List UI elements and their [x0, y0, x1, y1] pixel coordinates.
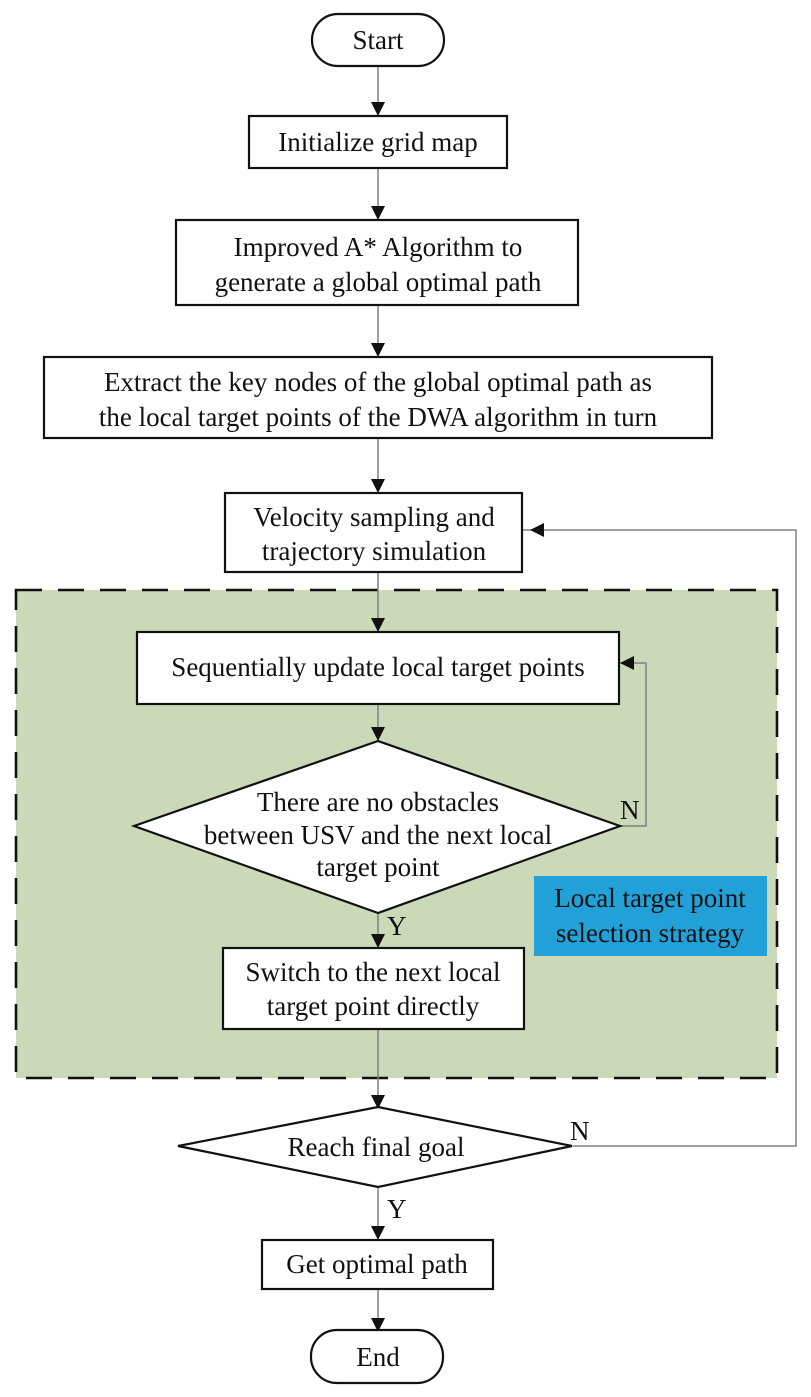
node-obstacle-line-2: between USV and the next local — [204, 820, 552, 850]
node-start-line-1: Start — [353, 25, 404, 55]
node-end: End — [309, 1328, 445, 1385]
group-legend-line-1: Local target point — [554, 883, 746, 913]
node-init-line-1: Initialize grid map — [278, 127, 477, 157]
node-init: Initialize grid map — [247, 114, 509, 170]
arrowhead-getpath — [371, 1226, 385, 1240]
arrowhead-end — [371, 1318, 385, 1332]
node-getpath-line-1: Get optimal path — [286, 1249, 468, 1279]
node-goal-line-1: Reach final goal — [288, 1132, 465, 1162]
node-extract-line-2: the local target points of the DWA algor… — [99, 402, 658, 432]
arrowhead-init — [371, 102, 385, 116]
connectors — [377, 66, 797, 1327]
node-obstacle-line-3: target point — [316, 852, 440, 882]
node-switch-line-1: Switch to the next local — [246, 957, 501, 987]
node-velocity: Velocity sampling and trajectory simulat… — [223, 491, 524, 574]
node-goal: Reach final goal — [177, 1105, 573, 1189]
arrowhead-obstacle — [371, 727, 385, 741]
node-extract: Extract the key nodes of the global opti… — [42, 355, 714, 440]
node-update-line-1: Sequentially update local target points — [171, 652, 584, 682]
group-legend-box — [534, 876, 767, 956]
arrowhead-extract — [371, 343, 385, 357]
arrowhead-switch — [371, 934, 385, 948]
node-switch: Switch to the next local target point di… — [221, 946, 526, 1031]
node-astar-line-1: Improved A* Algorithm to — [234, 232, 523, 262]
node-start: Start — [310, 12, 446, 68]
arrowhead-velocity — [371, 479, 385, 493]
edge-label-obstacle-yes: Y — [387, 911, 407, 941]
node-extract-line-1: Extract the key nodes of the global opti… — [104, 367, 652, 397]
arrowhead-update — [371, 618, 385, 632]
node-astar: Improved A* Algorithm to generate a glob… — [174, 218, 580, 307]
group-legend-line-2: selection strategy — [556, 918, 745, 948]
node-end-line-1: End — [356, 1342, 400, 1372]
node-obstacle-line-1: There are no obstacles — [257, 787, 499, 817]
edge-label-goal-yes: Y — [387, 1194, 407, 1224]
edge-goal-velocity-loop — [522, 529, 797, 1147]
node-getpath: Get optimal path — [260, 1238, 495, 1291]
node-obstacle: There are no obstacles between USV and t… — [130, 739, 624, 915]
arrowhead-velocity-loop — [530, 523, 544, 537]
node-switch-line-2: target point directly — [267, 991, 480, 1021]
node-velocity-line-2: trajectory simulation — [262, 536, 487, 566]
arrowhead-update-loop — [620, 656, 634, 670]
arrowhead-astar — [371, 206, 385, 220]
edge-label-goal-no: N — [570, 1116, 590, 1146]
node-velocity-line-1: Velocity sampling and — [253, 502, 495, 532]
node-update: Sequentially update local target points — [135, 630, 621, 706]
arrowheads — [371, 102, 634, 1332]
arrowhead-goal — [371, 1095, 385, 1109]
node-astar-line-2: generate a global optimal path — [215, 267, 542, 297]
edge-label-obstacle-no: N — [620, 795, 640, 825]
